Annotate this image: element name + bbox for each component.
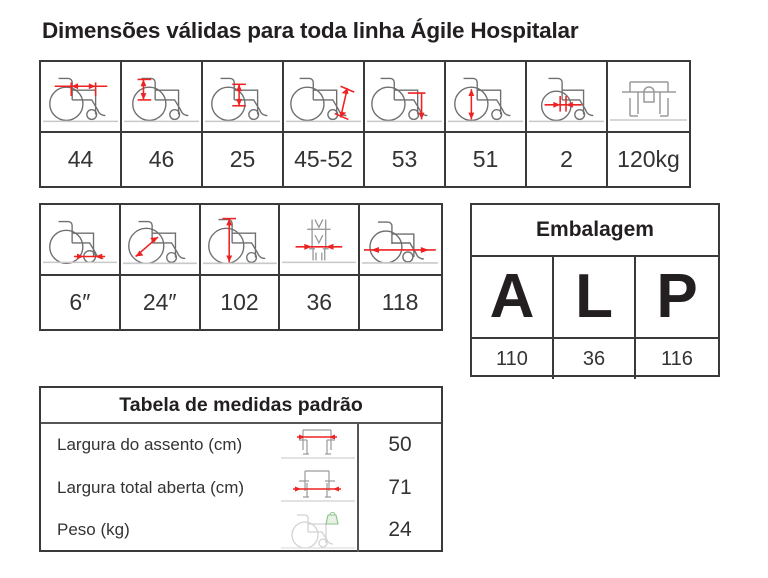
measure-value: 24 (388, 518, 412, 542)
spec-value: 118 (381, 289, 419, 315)
value-row: 6″ 24″ 102 36 118 (41, 274, 441, 329)
icon-row (41, 205, 441, 274)
table-row: Largura total aberta (cm) (41, 467, 357, 510)
spec-value: 46 (122, 133, 203, 186)
spec-value: 24″ (121, 276, 201, 329)
wheelchair-caster-width-icon (527, 62, 608, 131)
packaging-letters-row: A L P (472, 257, 718, 339)
spec-table-primary: 44 46 25 45-52 53 51 2 120kg (39, 60, 691, 188)
spec-value: 53 (365, 133, 446, 186)
wheelchair-backrest-height-icon (122, 62, 203, 131)
standard-measures-header: Tabela de medidas padrão (41, 388, 441, 424)
wheelchair-seat-width-front-icon (279, 424, 357, 467)
wheelchair-seat-depth-icon (41, 62, 122, 131)
wheelchair-total-height-icon (201, 205, 281, 274)
spec-value: 51 (446, 133, 527, 186)
icon-row (41, 62, 689, 131)
standard-measures-values: 50 71 24 (359, 424, 441, 552)
wheelchair-max-load-icon (608, 62, 689, 131)
wheelchair-seat-to-floor-height-icon (365, 62, 446, 131)
value-row: 44 46 25 45-52 53 51 2 120kg (41, 131, 689, 186)
page-title: Dimensões válidas para toda linha Ágile … (42, 18, 579, 43)
spec-value: 25 (203, 133, 284, 186)
packaging-header: Embalagem (472, 205, 718, 257)
wheelchair-total-width-front-icon (279, 467, 357, 510)
wheelchair-rear-wheel-height-icon (446, 62, 527, 131)
packaging-letter: L (554, 257, 636, 337)
wheelchair-folded-width-icon (280, 205, 361, 274)
wheelchair-rear-wheel-diameter-icon (121, 205, 201, 274)
spec-value: 6″ (41, 276, 121, 329)
wheelchair-armrest-height-icon (203, 62, 284, 131)
spec-value: 36 (280, 276, 361, 329)
measure-value: 50 (388, 433, 412, 457)
measure-label: Peso (kg) (57, 520, 130, 540)
spec-value: 45-52 (284, 133, 365, 186)
wheelchair-caster-diameter-icon (41, 205, 121, 274)
packaging-letter: P (656, 262, 698, 331)
measure-label: Largura do assento (cm) (57, 435, 243, 455)
packaging-value: 116 (661, 347, 693, 370)
packaging-value: 110 (472, 339, 554, 379)
spec-value: 2 (527, 133, 608, 186)
packaging-table: Embalagem A L P 110 36 116 (470, 203, 720, 379)
wheelchair-footrest-length-icon (284, 62, 365, 131)
standard-measures-table: Tabela de medidas padrão Largura do asse… (39, 386, 443, 552)
spec-value: 120kg (617, 146, 680, 172)
packaging-value: 36 (554, 339, 636, 379)
spec-value: 44 (41, 133, 122, 186)
measure-value: 71 (388, 475, 412, 499)
wheelchair-total-length-icon (360, 205, 440, 274)
table-row: Peso (kg) (41, 509, 357, 552)
standard-measures-body: Largura do assento (cm) (41, 424, 441, 552)
spec-value: 102 (201, 276, 281, 329)
table-row: Largura do assento (cm) (41, 424, 357, 467)
wheelchair-weight-icon (279, 509, 357, 552)
packaging-values-row: 110 36 116 (472, 339, 718, 379)
standard-measures-labels: Largura do assento (cm) (41, 424, 359, 552)
spec-table-secondary: 6″ 24″ 102 36 118 (39, 203, 443, 331)
weight-badge (325, 512, 339, 525)
packaging-letter: A (472, 257, 554, 337)
measure-label: Largura total aberta (cm) (57, 477, 245, 497)
